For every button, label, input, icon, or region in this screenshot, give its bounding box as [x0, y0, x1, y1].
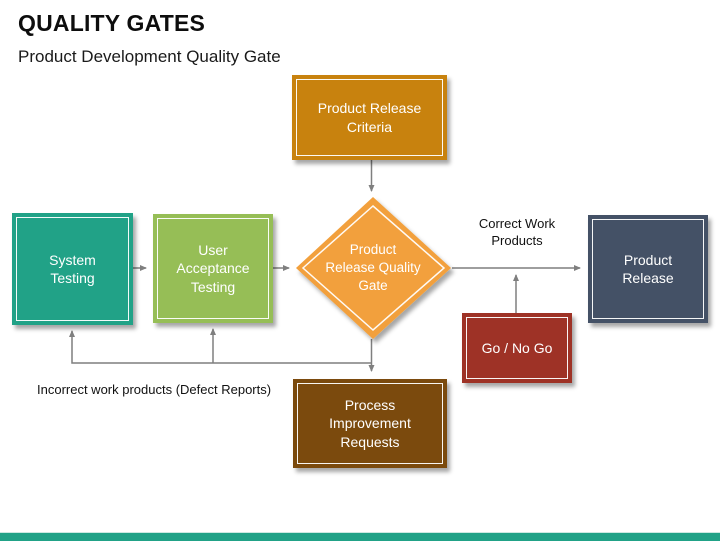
page-subtitle: Product Development Quality Gate	[18, 47, 281, 66]
node-user-acceptance-testing: User Acceptance Testing	[153, 214, 273, 323]
node-process-improvement-requests: Process Improvement Requests	[293, 379, 447, 468]
node-go-no-go: Go / No Go	[462, 313, 572, 383]
edge-label-correct-work-products: Correct Work Products	[478, 216, 556, 248]
node-product-release-criteria: Product Release Criteria	[292, 75, 447, 160]
node-product-release-quality-gate-label: Product Release Quality Gate	[325, 242, 421, 293]
edge-label-incorrect-work-products: Incorrect work products (Defect Reports)	[37, 382, 272, 397]
node-product-release: Product Release	[588, 215, 708, 323]
page-title: QUALITY GATES	[18, 10, 206, 36]
footer-accent-bar	[0, 532, 720, 541]
node-system-testing: System Testing	[12, 213, 133, 325]
arrow-feedback-to-system	[69, 330, 372, 364]
decision-diamond-shape	[296, 197, 451, 339]
